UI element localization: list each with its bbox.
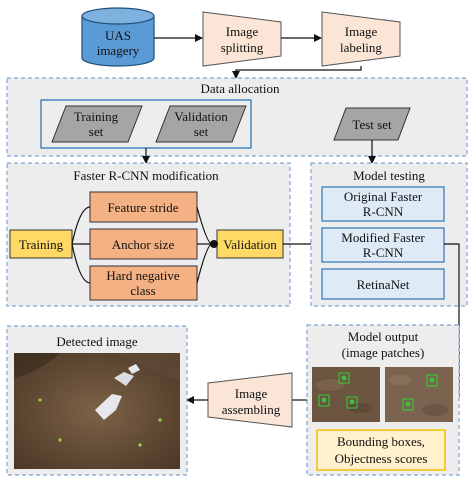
detected-image-title: Detected image [56,334,137,349]
training-set-node: Training set [51,105,143,143]
test-set-node: Test set [333,107,411,141]
modified-frcnn-line1: Modified Faster [341,230,425,245]
uas-imagery-line1: UAS [105,28,131,43]
hard-negative-line2: class [130,283,155,298]
validation-set-line2: set [194,124,209,139]
image-assembling-node: Image assembling [207,372,293,428]
validation-label: Validation [223,237,277,252]
image-splitting-node: Image splitting [202,11,282,67]
image-patch-1 [312,367,380,422]
image-labeling-line1: Image [345,24,378,39]
anchor-size-node: Anchor size [89,228,198,260]
validation-set-line1: Validation [174,109,228,124]
validation-set-node: Validation set [155,105,247,143]
feature-stride-node: Feature stride [89,191,198,223]
hard-negative-class-node: Hard negative class [89,265,198,301]
image-labeling-node: Image labeling [321,11,401,67]
training-set-line2: set [89,124,104,139]
data-allocation-title: Data allocation [200,81,280,96]
modified-frcnn-node: Modified Faster R-CNN [321,227,445,263]
modified-frcnn-line2: R-CNN [363,245,404,260]
image-patch-2 [385,367,453,422]
image-labeling-line2: labeling [340,40,382,55]
model-output-line2: (image patches) [342,345,425,360]
feature-stride-label: Feature stride [107,200,178,215]
uas-imagery-line2: imagery [97,43,140,58]
training-set-line1: Training [74,109,119,124]
uas-imagery-node: UAS imagery [81,7,155,67]
arrow-labeling-to-allocation [232,66,362,79]
bounding-boxes-node: Bounding boxes, Objectness scores [316,429,446,471]
original-frcnn-node: Original Faster R-CNN [321,186,445,222]
frcnn-modification-title: Faster R-CNN modification [73,168,219,183]
image-assembling-line2: assembling [222,402,281,417]
image-assembling-line1: Image [235,386,268,401]
training-label: Training [19,237,64,252]
retinanet-node: RetinaNet [321,268,445,300]
test-set-label: Test set [352,117,392,132]
bounding-boxes-line2: Objectness scores [335,451,428,466]
model-output-line1: Model output [348,329,419,344]
hard-negative-line1: Hard negative [106,268,180,283]
original-frcnn-line1: Original Faster [344,189,423,204]
original-frcnn-line2: R-CNN [363,204,404,219]
detected-image-photo [14,353,180,469]
training-node: Training [9,229,73,259]
image-splitting-line1: Image [226,24,259,39]
junction-dot [210,240,218,248]
image-splitting-line2: splitting [221,40,264,55]
retinanet-label: RetinaNet [357,277,410,292]
validation-node: Validation [216,229,284,259]
anchor-size-label: Anchor size [112,237,175,252]
model-testing-title: Model testing [353,168,425,183]
bounding-boxes-line1: Bounding boxes, [337,434,425,449]
